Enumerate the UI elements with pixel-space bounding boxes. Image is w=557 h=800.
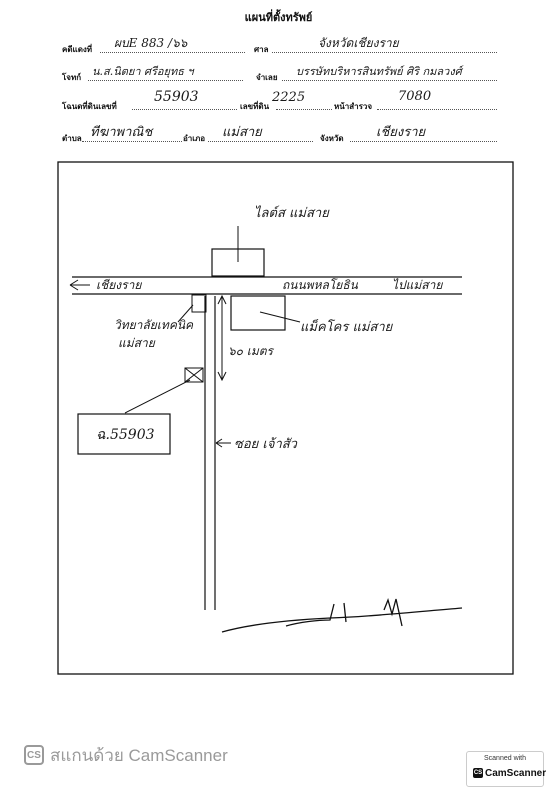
land-no-label: เลขที่ดิน [240,102,270,111]
court-dotline [272,52,497,53]
distance-arrowheads [217,294,227,382]
badge-line1: Scanned with [483,755,527,762]
landmark-left-label-2: แม่สาย [118,336,155,350]
landmark-right-label: แม็คโคร แม่สาย [300,320,393,335]
landmark-left-building [191,294,207,313]
case-label: คดีแดงที่ [62,45,93,54]
land-no-dotline [276,109,332,110]
parcel-box [184,367,204,383]
deed-dotline [132,109,237,110]
district-dotline [208,141,313,142]
camscanner-watermark: CS สแกนด้วย CamScanner [24,744,228,766]
case-value: ผบE 883 /๖๖ [114,36,188,50]
badge-line2: CamScanner [485,768,547,779]
road-left-arrow [69,279,90,291]
subdistrict-value: ทีฆาพาณิช [90,125,153,140]
camscanner-logo-icon: CS [24,745,44,765]
soi-label: ซอย เจ้าสัว [234,437,297,452]
parcel-label: ฉ.55903 [96,427,155,443]
court-value: จังหวัดเชียงราย [318,36,399,50]
road-left-label: เชียงราย [96,278,142,292]
district-value: แม่สาย [222,125,262,140]
defendant-dotline [282,80,497,81]
landmark-right-building [230,295,286,331]
camscanner-text: สแกนด้วย CamScanner [50,745,228,765]
defendant-label: จำเลย [256,73,278,82]
district-label: อำเภอ [183,134,206,143]
parcel-label-box [77,413,171,455]
court-label: ศาล [254,45,269,54]
survey-dotline [377,109,497,110]
road-right-label: ไปแม่สาย [392,278,443,292]
province-dotline [350,141,497,142]
parcel-leader [124,379,191,414]
parcel-cross [184,367,204,383]
landmark-left-leader [177,304,194,323]
province-value: เชียงราย [376,125,426,140]
deed-label: โฉนดที่ดินเลขที่ [62,102,117,111]
distance-label: ๖๐ เมตร [228,344,274,358]
defendant-value: บรรษัทบริหารสินทรัพย์ ศิริ กมลวงศ์ [296,65,462,78]
map-frame [57,161,514,675]
camscanner-badge-icon: CS [473,768,483,778]
plaintiff-dotline [88,80,243,81]
landmark-left-label-1: วิทยาลัยเทคนิค [114,318,194,332]
page-title: แผนที่ตั้งทรัพย์ [244,11,313,24]
plaintiff-label: โจทก์ [62,73,82,82]
landmark-top-label: ไลต์ส แม่สาย [254,206,329,221]
soi-label-arrow [215,438,231,448]
landmark-right-leader [259,311,301,323]
survey-value: 7080 [398,89,432,104]
road-name-label: ถนนพหลโยธิน [282,278,358,292]
deed-value: 55903 [154,89,199,105]
survey-label: หน้าสำรวจ [334,102,373,111]
case-dotline [100,52,245,53]
subdistrict-dotline [82,141,182,142]
plaintiff-value: น.ส.นิตยา ศรีอยุทธ ฯ [92,65,194,78]
subdistrict-label: ตำบล [62,134,82,143]
land-no-value: 2225 [272,90,306,105]
camscanner-badge: Scanned with CS CamScanner [466,751,547,787]
signature [221,597,463,633]
province-label: จังหวัด [320,134,344,143]
